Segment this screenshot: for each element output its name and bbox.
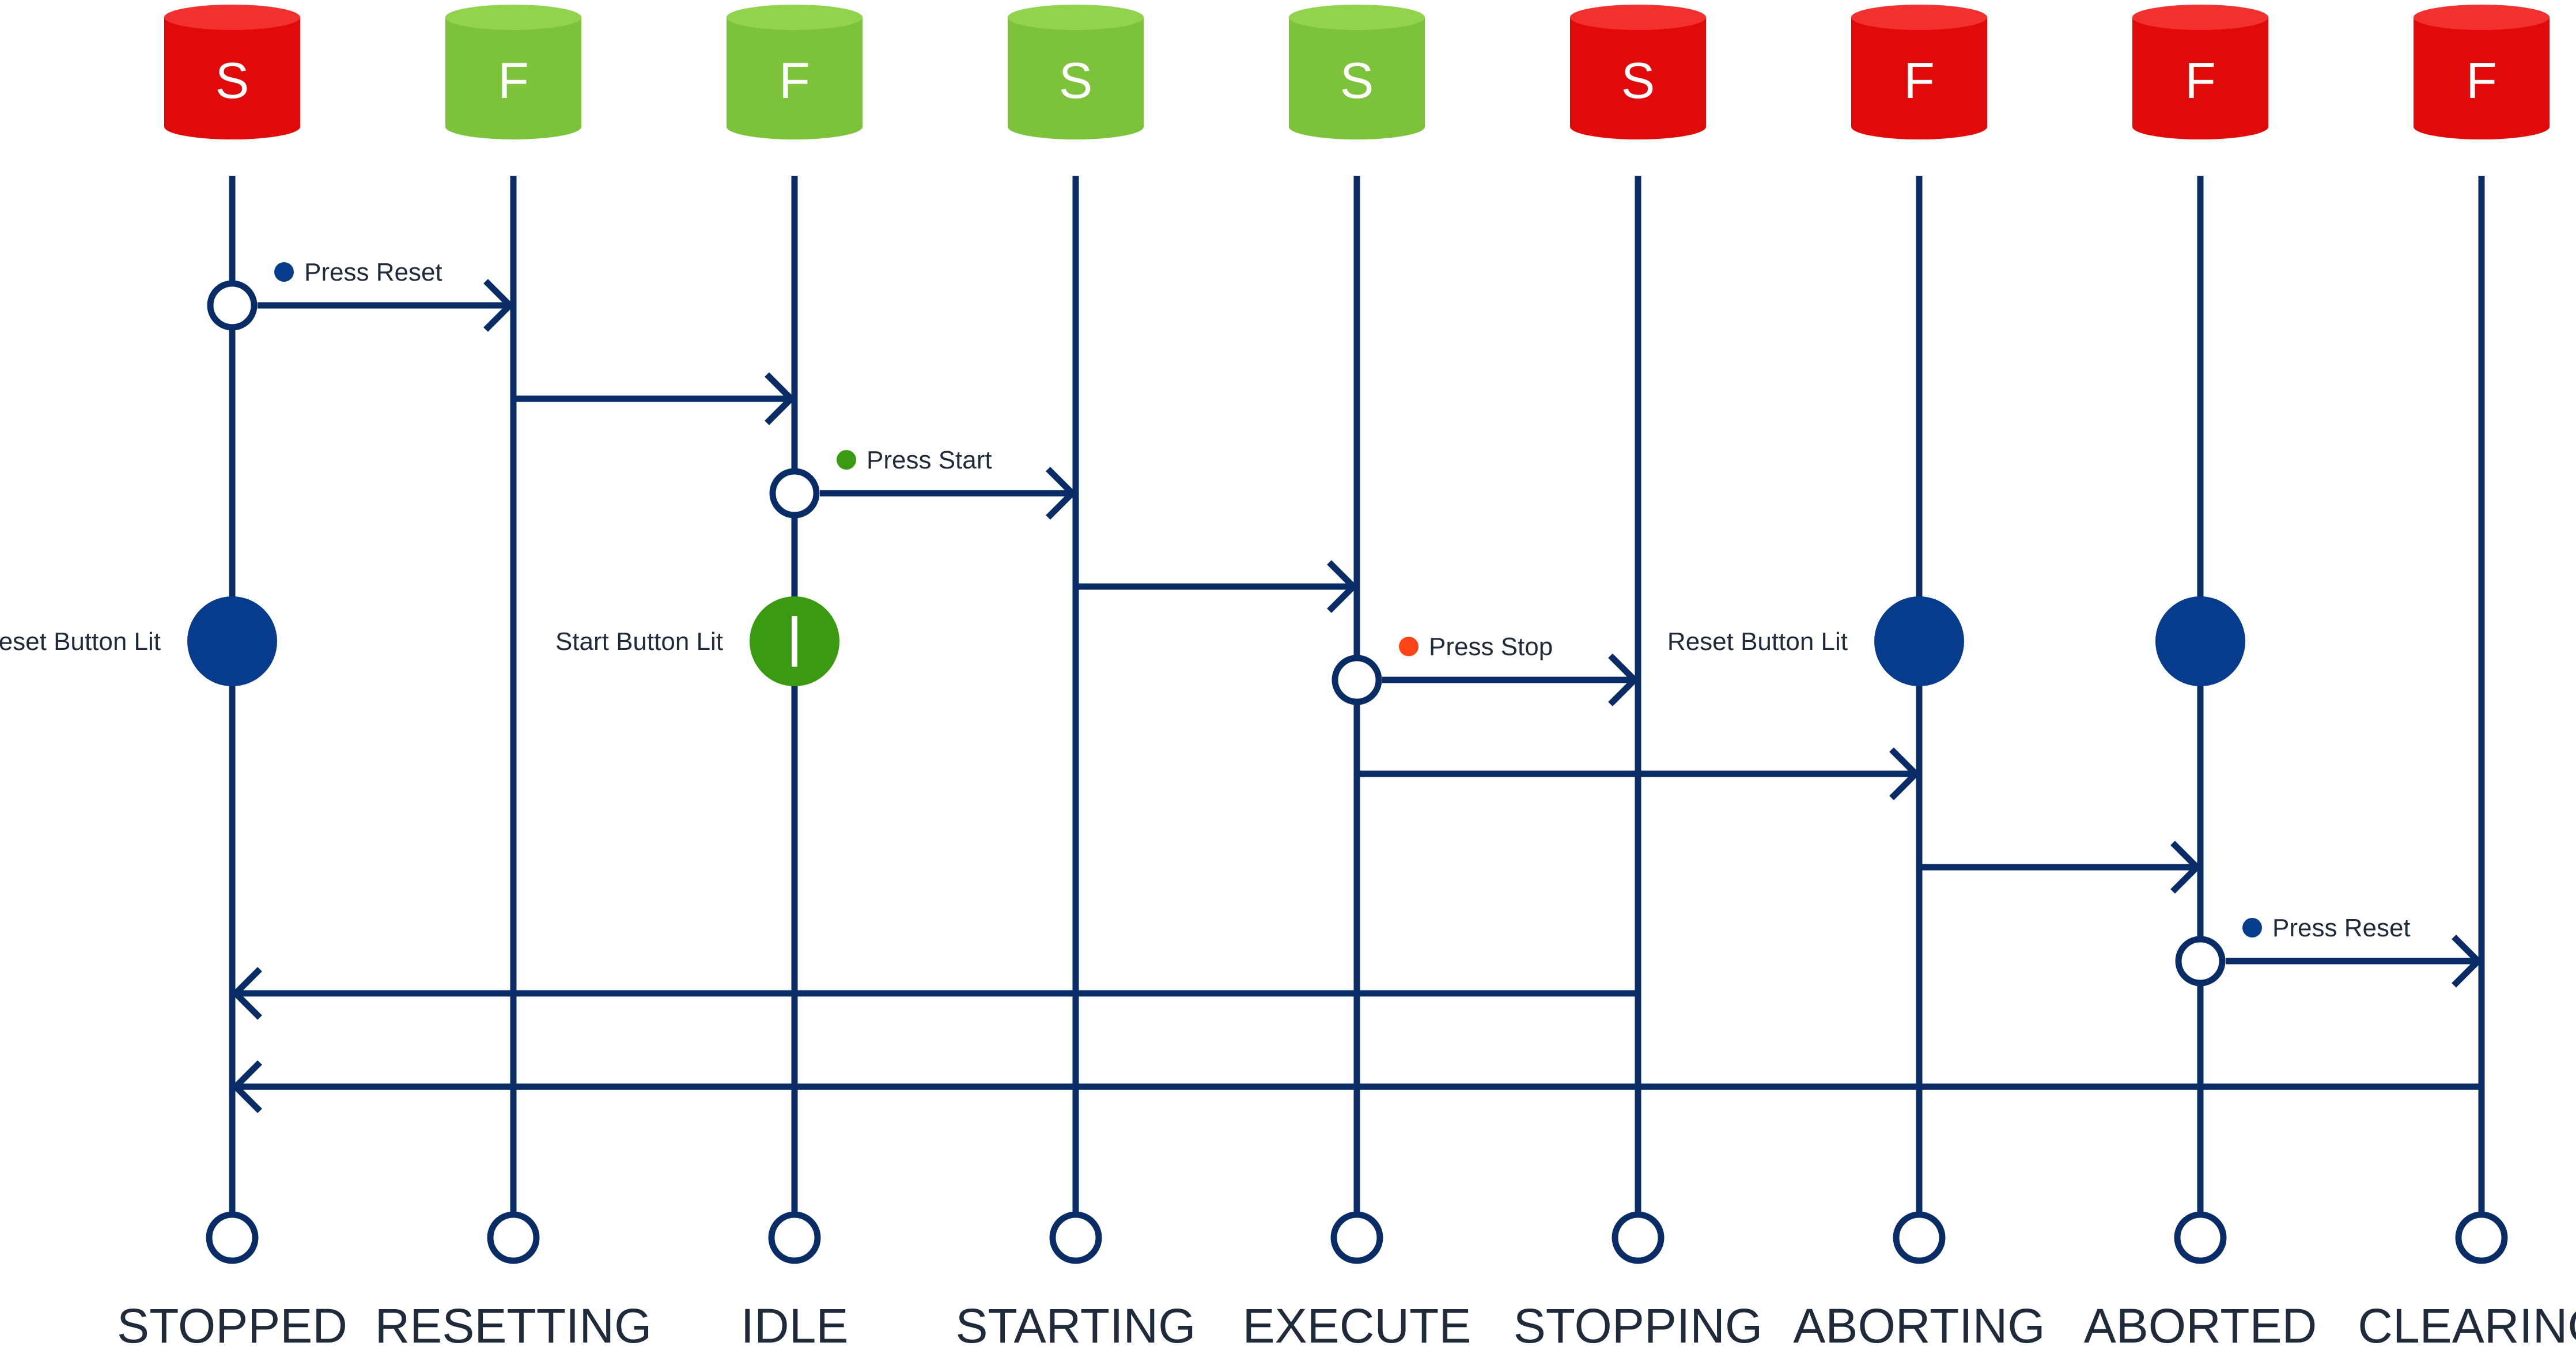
arrowhead	[483, 279, 515, 332]
state-name-aborting: ABORTING	[1793, 1299, 2045, 1346]
cylinder-body	[1289, 17, 1425, 139]
cylinder-letter: S	[215, 52, 249, 109]
state-cylinder-aborting: F	[1851, 5, 1987, 139]
trigger-circle	[2175, 936, 2226, 986]
indicator-aborted	[2155, 596, 2245, 686]
cylinder-body	[727, 17, 863, 139]
indicator-stopped: Reset Button Lit	[0, 596, 277, 686]
transition-starting-to-execute	[1076, 560, 1358, 613]
button-dot-icon	[274, 262, 294, 282]
indicator-idle: Start Button Lit	[555, 596, 839, 686]
state-cylinder-aborted: F	[2132, 5, 2268, 139]
trigger-circle	[769, 468, 820, 519]
transition-label: Press Start	[867, 446, 992, 474]
cylinder-top	[2414, 5, 2549, 30]
cylinder-letter: F	[498, 52, 529, 109]
cylinder-letter: S	[1059, 52, 1093, 109]
cylinder-top	[1008, 5, 1144, 30]
state-cylinder-stopped: S	[164, 5, 300, 139]
indicator-label: Reset Button Lit	[1667, 627, 1848, 656]
arrowhead	[2170, 841, 2201, 894]
state-cylinder-clearing: F	[2414, 5, 2549, 139]
lifeline-end-circle	[1049, 1211, 1102, 1264]
reset-button-lit-icon	[187, 596, 277, 686]
lifeline-end-circle	[1330, 1211, 1383, 1264]
cylinder-letter: S	[1621, 52, 1655, 109]
button-dot-icon	[837, 450, 856, 470]
arrowhead	[231, 1060, 262, 1113]
cylinder-letter: S	[1340, 52, 1374, 109]
arrowhead	[1889, 747, 1920, 800]
reset-button-lit-icon	[2155, 596, 2245, 686]
state-name-execute: EXECUTE	[1243, 1299, 1472, 1346]
state-name-starting: STARTING	[956, 1299, 1196, 1346]
state-name-stopping: STOPPING	[1514, 1299, 1763, 1346]
state-name-aborted: ABORTED	[2084, 1299, 2317, 1346]
button-dot-icon	[1399, 637, 1418, 656]
state-cylinder-resetting: F	[445, 5, 581, 139]
transition-clearing-to-stopped	[231, 1060, 2482, 1113]
transition-execute-to-aborting	[1357, 747, 1920, 800]
trigger-circle	[1331, 655, 1382, 705]
cylinder-body	[2414, 17, 2549, 139]
arrowhead	[231, 967, 262, 1020]
transition-label: Press Reset	[2272, 914, 2411, 942]
indicator-label: Reset Button Lit	[0, 627, 161, 656]
lifeline-end-circle	[487, 1211, 540, 1264]
cylinder-top	[164, 5, 300, 30]
cylinder-body	[445, 17, 581, 139]
trigger-circle	[207, 280, 258, 331]
button-dot-icon	[2242, 918, 2262, 937]
cylinder-body	[2132, 17, 2268, 139]
arrowhead	[1327, 560, 1358, 613]
transition-stopping-to-stopped	[231, 967, 1638, 1020]
transition-idle-to-starting: Press Start	[769, 446, 1077, 520]
state-name-resetting: RESETTING	[375, 1299, 652, 1346]
transition-aborted-to-clearing: Press Reset	[2175, 914, 2483, 988]
lifeline-end-circle	[768, 1211, 821, 1264]
state-name-stopped: STOPPED	[117, 1299, 347, 1346]
cylinder-top	[1570, 5, 1706, 30]
cylinder-body	[1008, 17, 1144, 139]
transition-execute-to-stopping: Press Stop	[1331, 633, 1639, 706]
state-cylinder-execute: S	[1289, 5, 1425, 139]
cylinder-body	[1851, 17, 1987, 139]
transition-label: Press Stop	[1429, 633, 1553, 661]
arrowhead	[1608, 653, 1639, 706]
cylinder-top	[727, 5, 863, 30]
arrowhead	[765, 372, 796, 425]
transition-label: Press Reset	[304, 258, 442, 286]
cylinder-top	[2132, 5, 2268, 30]
state-name-idle: IDLE	[741, 1299, 849, 1346]
cylinder-letter: F	[2466, 52, 2497, 109]
cylinder-body	[164, 17, 300, 139]
lifeline-end-circle	[2455, 1211, 2508, 1264]
arrowhead	[1046, 467, 1077, 520]
lifeline-end-circle	[1893, 1211, 1946, 1264]
cylinder-top	[1851, 5, 1987, 30]
lifeline-end-circle	[2174, 1211, 2227, 1264]
arrowhead	[2452, 935, 2483, 988]
cylinder-letter: F	[2185, 52, 2216, 109]
transition-stopped-to-resetting: Press Reset	[207, 258, 515, 332]
state-cylinder-idle: F	[727, 5, 863, 139]
lifeline-end-circle	[206, 1211, 259, 1264]
reset-button-lit-icon	[1874, 596, 1964, 686]
cylinder-letter: F	[1904, 52, 1935, 109]
indicator-aborting: Reset Button Lit	[1667, 596, 1964, 686]
lifeline-end-circle	[1612, 1211, 1665, 1264]
cylinder-top	[445, 5, 581, 30]
state-name-clearing: CLEARING	[2358, 1299, 2576, 1346]
state-cylinder-stopping: S	[1570, 5, 1706, 139]
cylinder-body	[1570, 17, 1706, 139]
cylinder-top	[1289, 5, 1425, 30]
indicator-label: Start Button Lit	[555, 627, 723, 656]
start-symbol-icon	[792, 616, 797, 667]
transition-resetting-to-idle	[513, 372, 796, 425]
cylinder-letter: F	[779, 52, 810, 109]
state-cylinder-starting: S	[1008, 5, 1144, 139]
transition-aborting-to-aborted	[1919, 841, 2201, 894]
